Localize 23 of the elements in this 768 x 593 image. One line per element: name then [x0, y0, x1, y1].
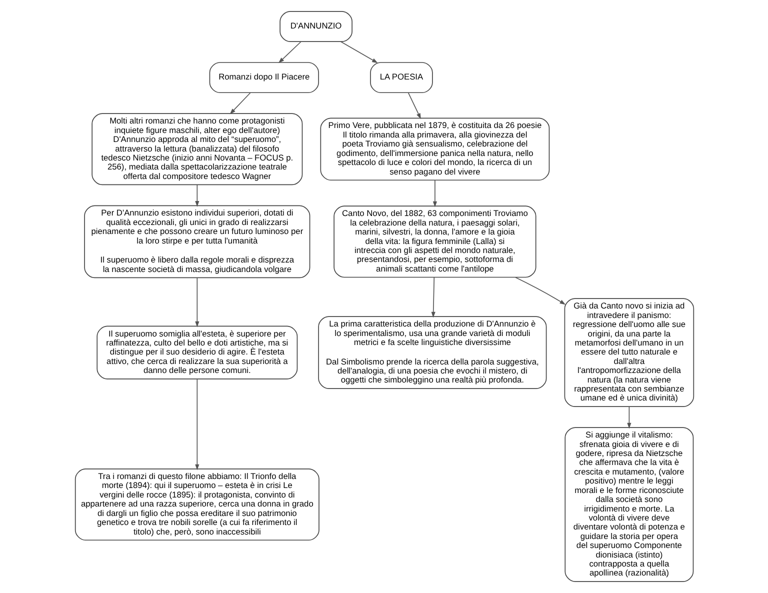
- arrow: [278, 41, 301, 64]
- node-box: La prima caratteristica della produzione di D'Annunzio è lo sperimentalismo, usa una grande varietà di moduli metrici e fa scelte linguistiche diversissime Dal Simbolismo prende la ricerca della parola suggestiva, dell'analogia, di una poesia che evochi il mistero, di oggetti che simboleggino una realtà più profonda.: [318, 316, 546, 390]
- arrow: [514, 276, 566, 305]
- node-box: D'ANNUNZIO: [279, 11, 352, 42]
- node-box: Romanzi dopo Il Piacere: [208, 62, 318, 94]
- arrow: [626, 406, 631, 429]
- node-box: Già da Canto novo si inizia ad intravedere il panismo: regressione dell'uomo alle sue origini, da una parte la metamorfosi dell'umano in un essere del tutto naturale e dall'altra l'antropomorfizzazione della natura (la natura viene rappresentata con sembianze umane ed è unica divinità): [564, 298, 694, 408]
- arrow: [340, 41, 378, 64]
- arrow: [430, 276, 435, 318]
- node-box: Canto Novo, del 1882, 63 componimenti Troviamo la celebrazione della natura, i paesaggi solari, marini, silvestri, la donna, l'amore e la gioia della vita: la figura femminile (Lalla) si intreccia con gli aspetti del mondo naturale, presentandosi, per esempio, sottoforma di animali scattanti come l'antilope: [333, 206, 536, 278]
- node-box: Primo Vere, pubblicata nel 1879, è costituita da 26 poesie Il titolo rimanda alla primavera, alla giovinezza del poeta Troviamo già sensualismo, celebrazione del godimento, dell'immersione panica nella natura, nello spettacolo di luce e colori del mondo, la ricerca di un senso pagano del vivere: [320, 118, 550, 181]
- arrow: [194, 184, 199, 207]
- arrow: [229, 92, 250, 114]
- node-box: Tra i romanzi di questo filone abbiamo: Il Trionfo della morte (1894): qui il superuomo – esteta è in crisi Le vergini delle rocce (1895): il protagonista, convinto di appartenere ad una razza superiore, cerca una donna in grado di dargli un figlio che possa ereditare il suo patrimonio genetico e trova tre nobili sorelle (a cui fa riferimento il titolo) che, però, sono inaccessibili: [74, 468, 319, 541]
- node-box: LA POESIA: [370, 62, 432, 94]
- node-box: Molti altri romanzi che hanno come protagonisti inquiete figure maschili, alter ego dell'autore) D'Annunzio approda al mito del “superuomo”, attraverso la lettura (banalizzata) del filosofo tedesco Nietzsche (inizio anni Novanta – FOCUS p. 256), mediata dalla spettacolarizzazione teatrale offerta dal compositore tedesco Wagner: [91, 113, 302, 186]
- arrow: [432, 180, 436, 208]
- arrow: [194, 277, 199, 328]
- node-box: Si aggiunge il vitalismo: sfrenata gioia di vivere e di godere, ripresa da Nietzsche che affermava che la vita è crescita e mutamento, (valore positivo) mentre le leggi morali e le forme riconosciute dalla società sono irrigidimento e morte. La volontà di vivere deve diventare volontà di potenza e guidare la storia per opera del superuomo Componente dionisiaca (istinto) contrapposta a quella apollinea (razionalità): [564, 427, 694, 582]
- arrow: [407, 92, 420, 120]
- node-box: Il superuomo somiglia all'esteta, è superiore per raffinatezza, culto del bello e doti artistiche, ma si distingue per il suo desiderio di agire. È l'esteta attivo, che cerca di realizzare la sua superiorità a danno delle persone comuni.: [96, 326, 298, 380]
- node-box: Per D'Annunzio esistono individui superiori, dotati di qualità eccezionali, gli unici in grado di realizzarsi pienamente e che possono creare un futuro luminoso per la loro stirpe e per tutta l'umanità Il superuomo è libero dalla regole morali e disprezza la nascente società di massa, giudicandola volgare: [84, 205, 310, 278]
- arrow: [194, 378, 199, 470]
